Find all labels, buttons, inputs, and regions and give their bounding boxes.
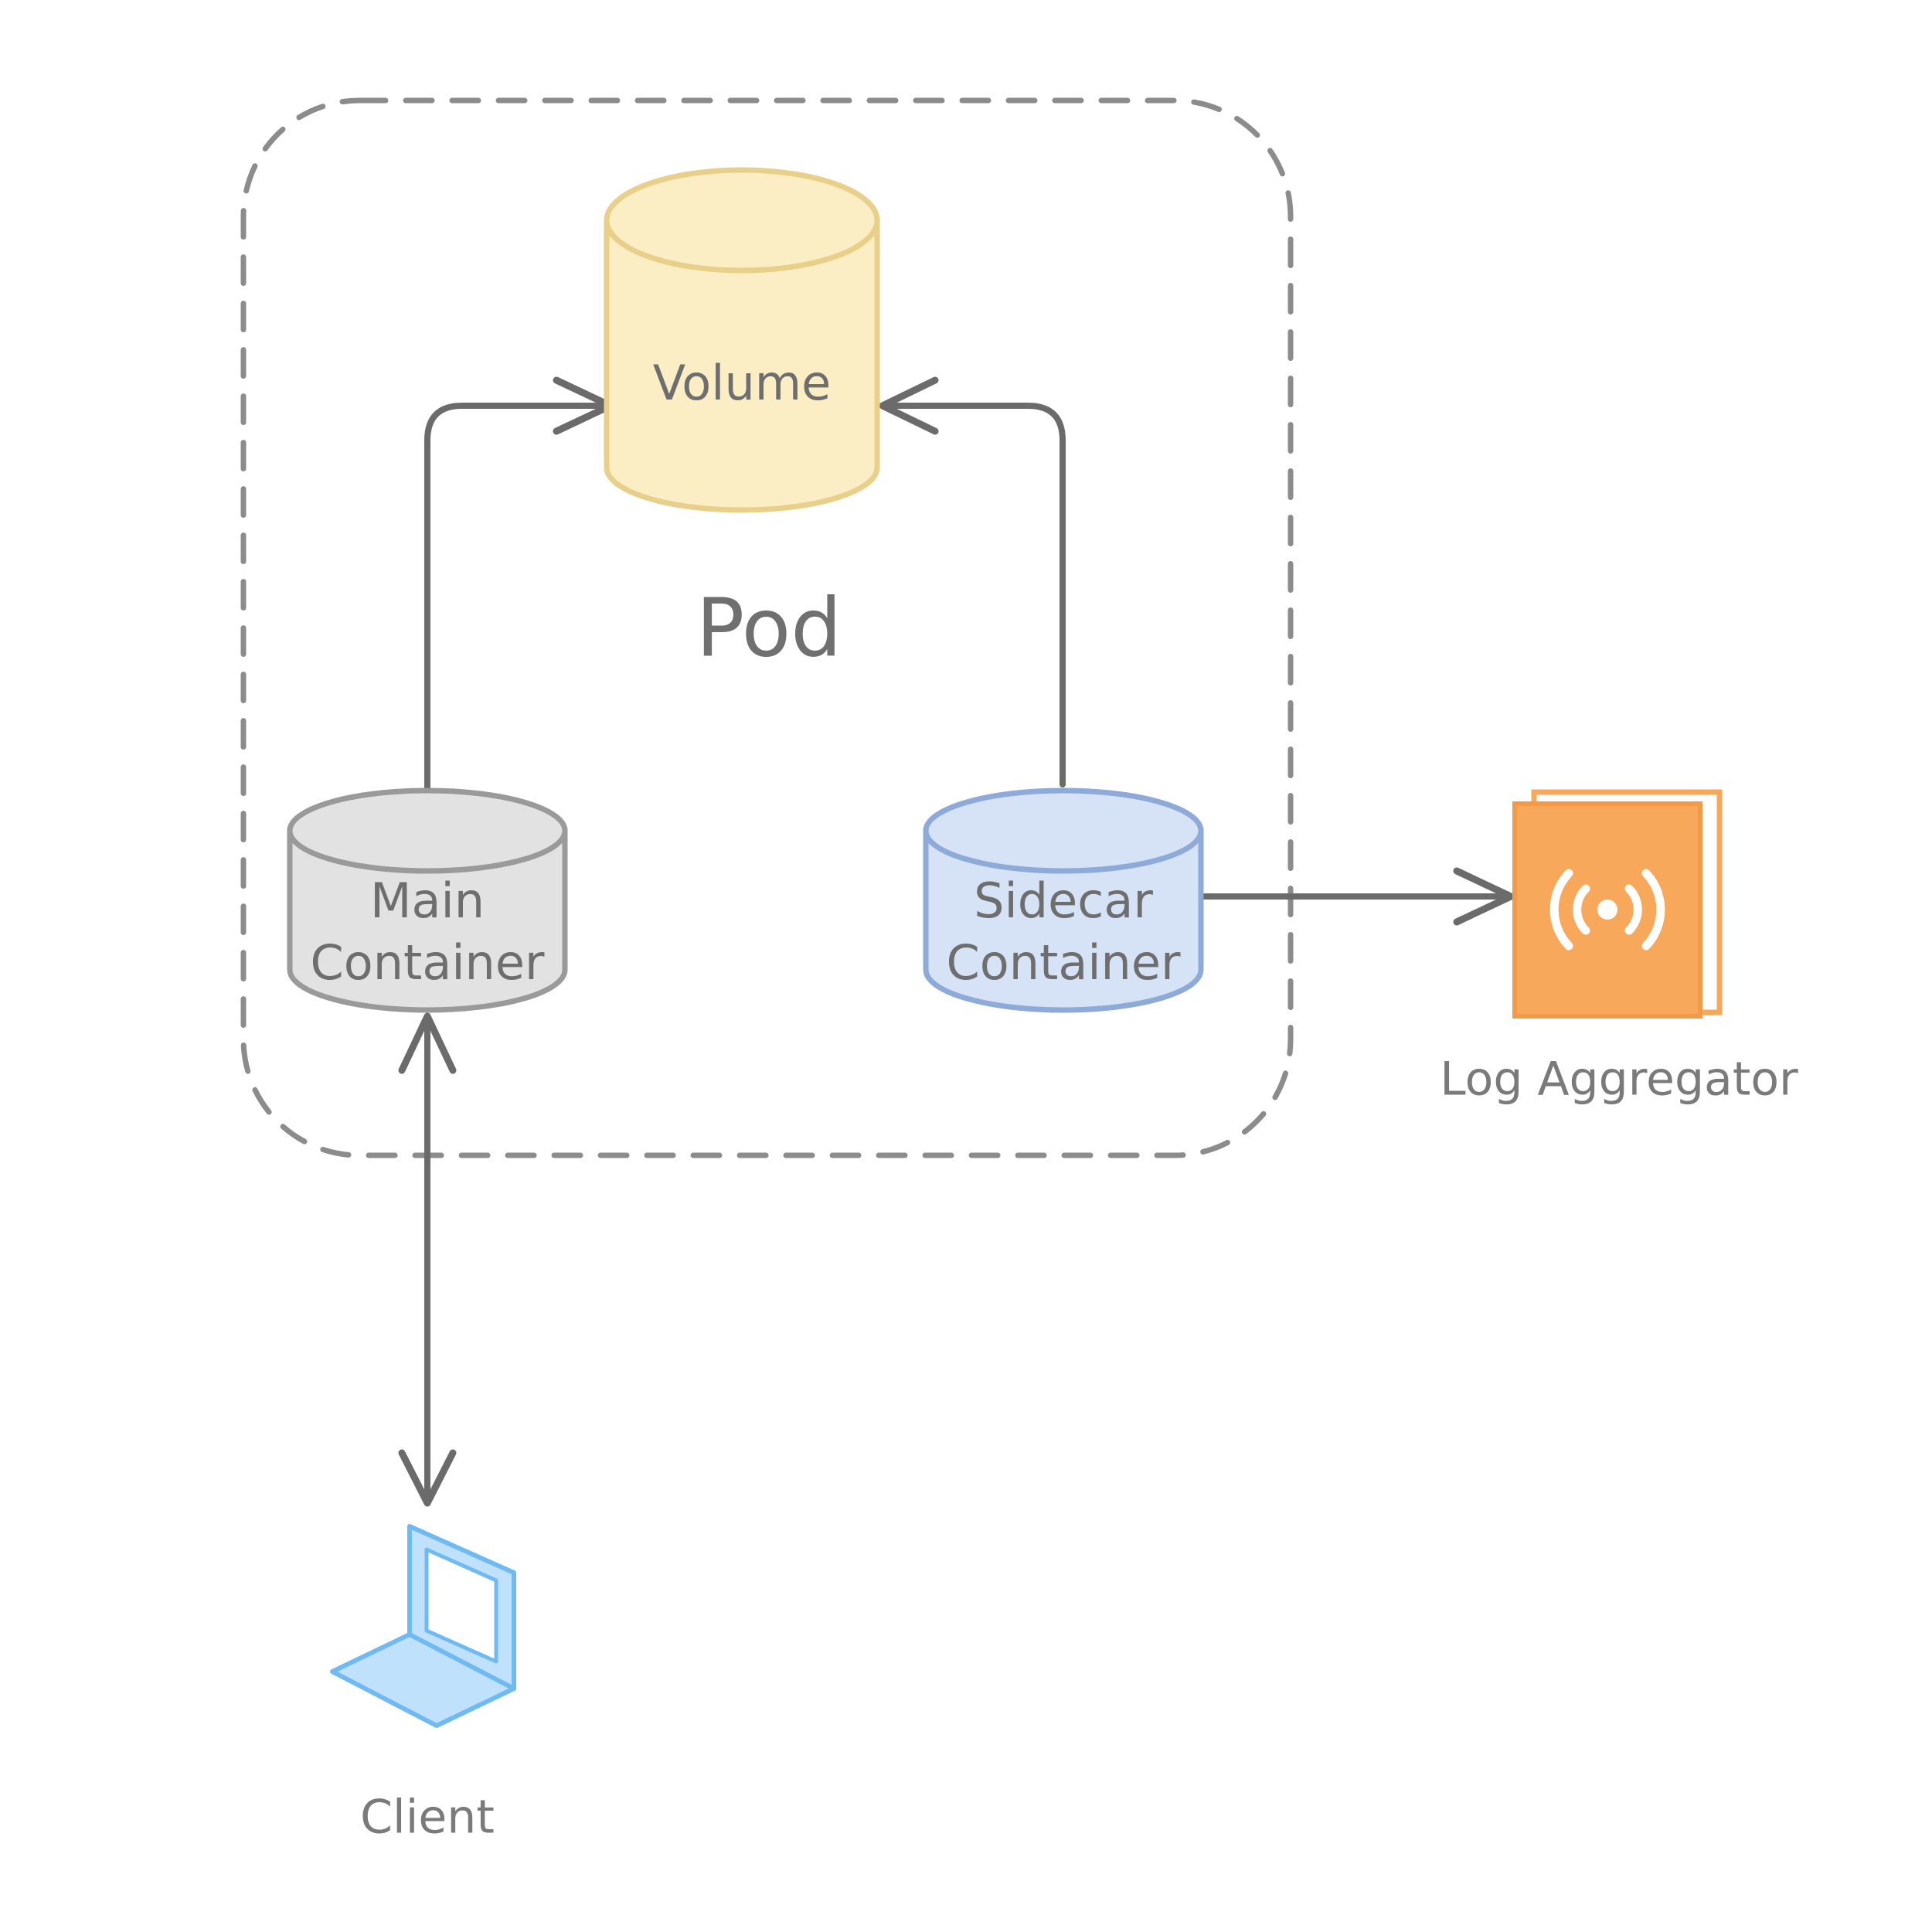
main-container-label-line2: Container (311, 934, 545, 991)
arrow-main-to-volume (424, 403, 606, 791)
pod-label: Pod (696, 580, 842, 675)
arrowhead-sidecar-to-aggregator (1453, 867, 1515, 926)
arrow-sidecar-to-volume (886, 403, 1066, 787)
log-aggregator-label: Log Aggregator (1440, 1053, 1798, 1107)
client-label: Client (360, 1791, 495, 1845)
laptop-icon (330, 1524, 516, 1728)
client-node: Client (330, 1524, 516, 1845)
arrowhead-sidecar-to-volume (879, 376, 939, 435)
sidecar-container-label-line2: Container (947, 934, 1181, 991)
main-container-cylinder: Main Container (287, 787, 568, 1013)
sidecar-container-cylinder: Sidecar Container (923, 787, 1204, 1013)
arrowhead-down-to-client (398, 1449, 457, 1507)
arrows (398, 376, 1515, 1507)
main-container-label-line1: Main (370, 872, 485, 929)
arrowhead-up-to-main (398, 1012, 457, 1074)
volume-cylinder: Volume (604, 167, 880, 513)
volume-label: Volume (653, 355, 832, 411)
pod-boundary (240, 97, 1294, 1158)
log-aggregator-node: Log Aggregator (1440, 789, 1798, 1107)
broadcast-icon (1549, 869, 1665, 951)
sidecar-container-label-line1: Sidecar (974, 872, 1153, 929)
